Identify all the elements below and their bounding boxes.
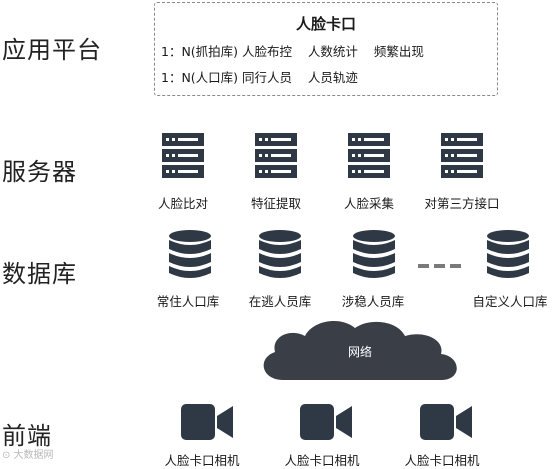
database-node-1 [168, 230, 212, 280]
database-node-3 [352, 230, 396, 280]
server-node-1 [162, 133, 204, 179]
database-caption-1: 常住人口库 [156, 294, 220, 309]
layer-label-database: 数据库 [2, 260, 77, 288]
server-caption-2: 特征提取 [250, 196, 302, 211]
video-camera-icon [300, 404, 352, 440]
database-node-2 [258, 230, 302, 280]
app-box-row-2: 1：N(人口库) 同行人员 人员轨迹 [161, 70, 358, 85]
network-cloud: 网络 [255, 318, 465, 384]
camera-caption-3: 人脸卡口相机 [404, 453, 480, 468]
camera-node-1 [181, 402, 233, 442]
server-caption-4: 对第三方接口 [424, 196, 500, 211]
cloud-icon [263, 321, 457, 380]
server-caption-1: 人脸比对 [157, 196, 209, 211]
database-cylinder-icon [259, 230, 301, 278]
server-node-4 [441, 133, 483, 179]
database-caption-3: 涉稳人员库 [341, 294, 405, 309]
layer-label-frontend: 前端 [2, 422, 52, 450]
camera-node-2 [300, 402, 352, 442]
server-rack-icon [255, 133, 297, 178]
video-camera-icon [181, 404, 233, 440]
watermark: ⊙ 大数据网 [2, 450, 54, 461]
server-node-2 [255, 133, 297, 179]
server-rack-icon [441, 133, 483, 178]
database-cylinder-icon [353, 230, 395, 278]
server-rack-icon [162, 133, 204, 178]
network-label: 网络 [347, 345, 372, 359]
camera-node-3 [420, 402, 472, 442]
ellipsis-dashes [418, 264, 461, 268]
server-rack-icon [348, 133, 390, 178]
database-cylinder-icon [169, 230, 211, 278]
server-node-3 [348, 133, 390, 179]
database-caption-4: 自定义人口库 [472, 294, 548, 309]
database-node-4 [486, 230, 530, 280]
video-camera-icon [420, 404, 472, 440]
layer-label-server: 服务器 [2, 158, 77, 186]
layer-label-application: 应用平台 [2, 36, 102, 64]
camera-caption-1: 人脸卡口相机 [164, 453, 240, 468]
server-caption-3: 人脸采集 [343, 196, 395, 211]
database-caption-2: 在逃人员库 [248, 294, 312, 309]
database-cylinder-icon [487, 230, 529, 278]
camera-caption-2: 人脸卡口相机 [284, 453, 360, 468]
app-box-title: 人脸卡口 [295, 15, 356, 33]
app-box-row-1: 1：N(抓拍库) 人脸布控 人数统计 频繁出现 [161, 44, 424, 59]
application-platform-box: 人脸卡口 1：N(抓拍库) 人脸布控 人数统计 频繁出现 1：N(人口库) 同行… [154, 2, 498, 96]
